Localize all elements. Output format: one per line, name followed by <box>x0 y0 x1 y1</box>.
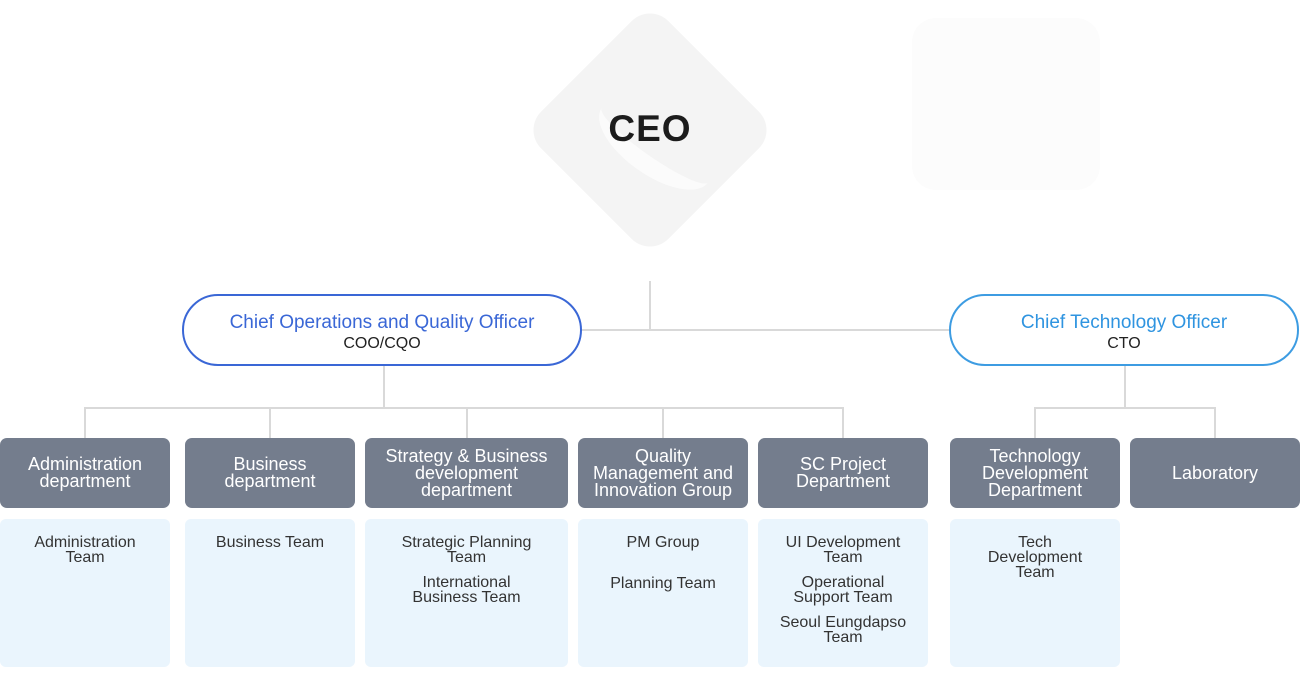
dept-laboratory: Laboratory <box>1130 438 1300 508</box>
cto-abbr: CTO <box>1107 335 1141 352</box>
connector-dept-2 <box>269 407 271 438</box>
team-item: UI Development Team <box>785 534 901 566</box>
teams-sc-project: UI Development Team Operational Support … <box>758 519 928 667</box>
connector-dept-7 <box>1214 407 1216 438</box>
teams-strategy-business-development: Strategic Planning Team International Bu… <box>365 519 568 667</box>
connector-coo-branch <box>84 407 844 409</box>
team-item: International Business Team <box>412 574 521 606</box>
connector-dept-4 <box>662 407 664 438</box>
teams-quality-management: PM Group Planning Team <box>578 519 748 667</box>
connector-dept-3 <box>466 407 468 438</box>
watermark-shape <box>912 18 1100 190</box>
team-item: Tech Development Team <box>987 534 1083 581</box>
connector-cto-down <box>1124 366 1126 408</box>
connector-cto-branch <box>1034 407 1216 409</box>
dept-sc-project: SC Project Department <box>758 438 928 508</box>
team-item: Seoul Eungdapso Team <box>779 614 907 646</box>
connector-ceo-vertical <box>649 281 651 331</box>
coo-node: Chief Operations and Quality Officer COO… <box>182 294 582 366</box>
team-item: Administration Team <box>34 534 136 566</box>
connector-officers-horizontal <box>582 329 950 331</box>
coo-title: Chief Operations and Quality Officer <box>229 312 535 333</box>
cto-node: Chief Technology Officer CTO <box>949 294 1299 366</box>
dept-technology-development: Technology Development Department <box>950 438 1120 508</box>
teams-business: Business Team <box>185 519 355 667</box>
team-item: PM Group <box>626 534 700 551</box>
dept-strategy-business-development: Strategy & Business development departme… <box>365 438 568 508</box>
team-item: Strategic Planning Team <box>401 534 532 566</box>
team-item: Operational Support Team <box>793 574 893 606</box>
dept-administration: Administration department <box>0 438 170 508</box>
dept-business: Business department <box>185 438 355 508</box>
team-item: Business Team <box>215 534 325 551</box>
coo-abbr: COO/CQO <box>343 335 421 352</box>
teams-administration: Administration Team <box>0 519 170 667</box>
connector-dept-6 <box>1034 407 1036 438</box>
teams-technology-development: Tech Development Team <box>950 519 1120 667</box>
cto-title: Chief Technology Officer <box>1020 312 1228 333</box>
ceo-node: CEO <box>608 108 692 149</box>
dept-quality-management: Quality Management and Innovation Group <box>578 438 748 508</box>
team-item: Planning Team <box>610 575 716 592</box>
connector-coo-down <box>383 366 385 408</box>
connector-dept-5 <box>842 407 844 438</box>
connector-dept-1 <box>84 407 86 438</box>
